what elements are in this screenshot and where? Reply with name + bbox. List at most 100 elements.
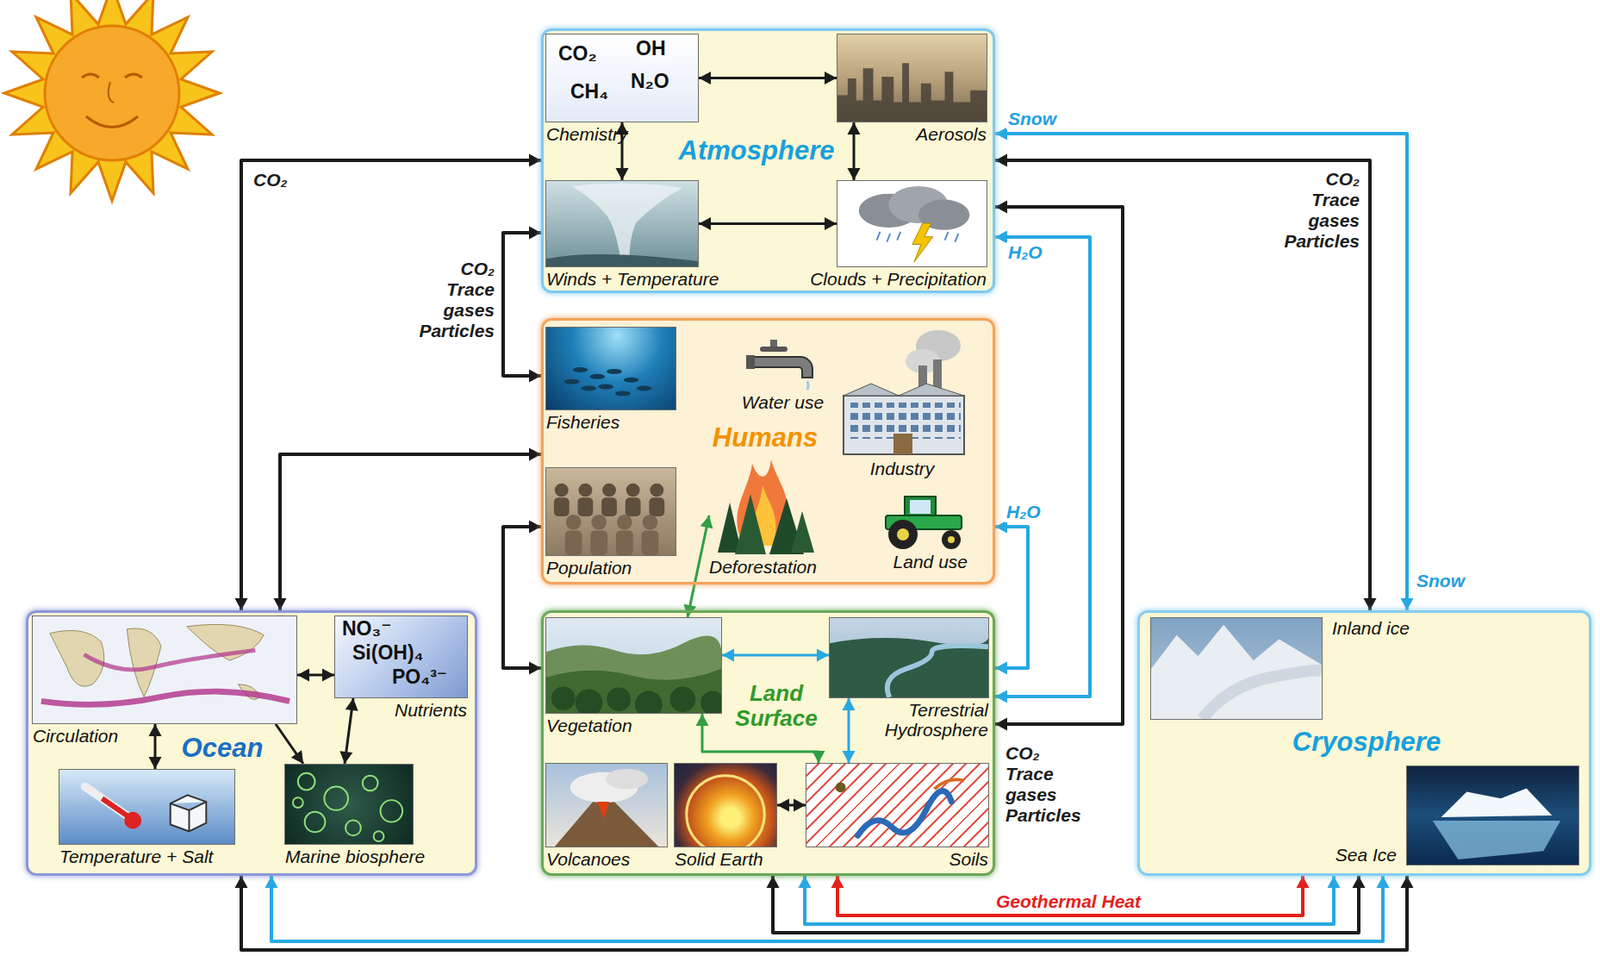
tile-illustration bbox=[837, 180, 987, 267]
arrowhead bbox=[1363, 597, 1377, 611]
illustration-part bbox=[670, 686, 697, 712]
illustration-part bbox=[623, 377, 640, 383]
illustration-part bbox=[846, 402, 961, 439]
connector bbox=[837, 875, 1303, 916]
formula-text: CH₄ bbox=[570, 80, 609, 103]
illustration-part bbox=[564, 367, 653, 396]
formula-text-holder: PO₄³⁻ bbox=[392, 666, 448, 688]
tile-caption-holder: Water use bbox=[692, 392, 873, 412]
illustration-part bbox=[578, 483, 593, 498]
illustration-part bbox=[298, 772, 316, 791]
tile-illustration bbox=[546, 467, 676, 555]
arrowhead bbox=[777, 798, 790, 812]
illustration-part bbox=[893, 433, 913, 455]
connector bbox=[995, 526, 1028, 668]
sun-disc bbox=[44, 25, 180, 161]
connector bbox=[722, 653, 829, 657]
tile-caption: Nutrients bbox=[394, 699, 467, 720]
region-box: Land SurfaceVegetationTerrestrial Hydros… bbox=[541, 610, 996, 876]
picture-tile: Soils bbox=[805, 762, 990, 847]
tile-illustration bbox=[1407, 765, 1579, 865]
illustration-part bbox=[323, 785, 349, 810]
picture-tile: Volcanoes bbox=[545, 762, 668, 847]
tile-illustration bbox=[546, 763, 667, 847]
illustration-part bbox=[941, 529, 961, 549]
picture-tile: Population bbox=[545, 466, 677, 556]
arrowhead bbox=[847, 168, 861, 181]
illustration-part bbox=[554, 497, 570, 517]
illustration-part bbox=[551, 686, 722, 713]
illustration-part bbox=[649, 483, 664, 498]
illustration-part bbox=[345, 820, 362, 836]
picture-tile: NO₃⁻Si(OH)₄PO₄³⁻Nutrients bbox=[334, 615, 468, 698]
picture-tile: CO₂OHCH₄N₂OChemistry bbox=[545, 33, 699, 123]
flow-label: CO₂ Trace gases Particles bbox=[417, 258, 497, 343]
tile-caption: Circulation bbox=[32, 725, 119, 746]
picture-tile: Clouds + Precipitation bbox=[836, 180, 988, 268]
illustration-part bbox=[642, 514, 659, 530]
illustration-part bbox=[554, 801, 659, 847]
formula-text-holder: OH bbox=[635, 37, 667, 60]
arrowhead bbox=[847, 122, 861, 135]
sun-nose bbox=[108, 81, 114, 103]
illustration-part bbox=[49, 623, 264, 699]
tile-illustration bbox=[285, 764, 413, 844]
tile-caption-holder: Terrestrial Hydrosphere bbox=[867, 699, 989, 740]
arrowhead bbox=[265, 875, 279, 888]
formula-text: NO₃⁻ bbox=[342, 617, 392, 640]
formula-text: PO₄³⁻ bbox=[392, 666, 448, 688]
tile-caption: Winds + Temperature bbox=[546, 268, 719, 289]
arrowhead bbox=[995, 200, 1008, 214]
arrowhead bbox=[235, 597, 249, 611]
region-title-holder: Cryosphere bbox=[1271, 727, 1462, 757]
arrowhead bbox=[816, 648, 829, 662]
illustration-part bbox=[578, 497, 594, 517]
arrowhead bbox=[149, 723, 162, 736]
illustration-part bbox=[565, 530, 583, 555]
formula-text-holder: CH₄ bbox=[570, 80, 609, 103]
tile-caption-holder: Vegetation bbox=[546, 715, 633, 735]
arrowhead bbox=[766, 875, 780, 888]
tile-illustration bbox=[837, 34, 987, 122]
illustration-part bbox=[575, 689, 604, 714]
sun-eyes bbox=[81, 74, 143, 78]
arrowhead bbox=[529, 661, 542, 675]
tile-caption-holder: Temperature + Salt bbox=[59, 846, 213, 866]
illustration-part bbox=[589, 373, 605, 380]
tile-caption-holder: Fisheries bbox=[546, 411, 620, 432]
illustration-part bbox=[759, 346, 788, 352]
formula-text-holder: NO₃⁻ bbox=[342, 617, 392, 640]
arrowhead bbox=[995, 690, 1008, 704]
tile-caption: Vegetation bbox=[546, 715, 633, 735]
flow-label-holder: Geothermal Heat bbox=[982, 890, 1155, 912]
tile-caption: Deforestation bbox=[709, 556, 817, 577]
connector bbox=[772, 875, 1359, 933]
tile-caption: Inland ice bbox=[1332, 617, 1410, 638]
flow-label: Geothermal Heat bbox=[982, 890, 1155, 912]
arrowhead bbox=[995, 127, 1008, 141]
arrowhead bbox=[529, 226, 542, 240]
illustration-part bbox=[648, 497, 665, 517]
connector bbox=[241, 160, 542, 611]
tile-caption-holder: Winds + Temperature bbox=[546, 268, 719, 289]
sun-rays bbox=[4, 0, 220, 201]
connector bbox=[698, 76, 837, 80]
arrowhead bbox=[696, 713, 710, 726]
illustration-part bbox=[700, 690, 722, 713]
illustration-part bbox=[636, 385, 653, 392]
illustration-part bbox=[580, 385, 597, 392]
connector bbox=[503, 526, 542, 668]
illustration-part bbox=[362, 775, 379, 791]
illustration-part bbox=[572, 367, 589, 373]
region-box: OceanCirculationNO₃⁻Si(OH)₄PO₄³⁻Nutrient… bbox=[25, 610, 478, 876]
illustration-part bbox=[554, 483, 569, 498]
illustration-part bbox=[546, 635, 722, 713]
arrowhead bbox=[798, 875, 812, 888]
picture-tile: Circulation bbox=[31, 615, 298, 724]
illustration-part bbox=[1441, 788, 1553, 817]
arrowhead bbox=[322, 668, 335, 682]
arrowhead bbox=[291, 749, 304, 764]
tile-caption: Industry bbox=[784, 458, 1020, 479]
connector bbox=[995, 133, 1408, 611]
tile-caption-holder: Marine biosphere bbox=[285, 846, 425, 866]
